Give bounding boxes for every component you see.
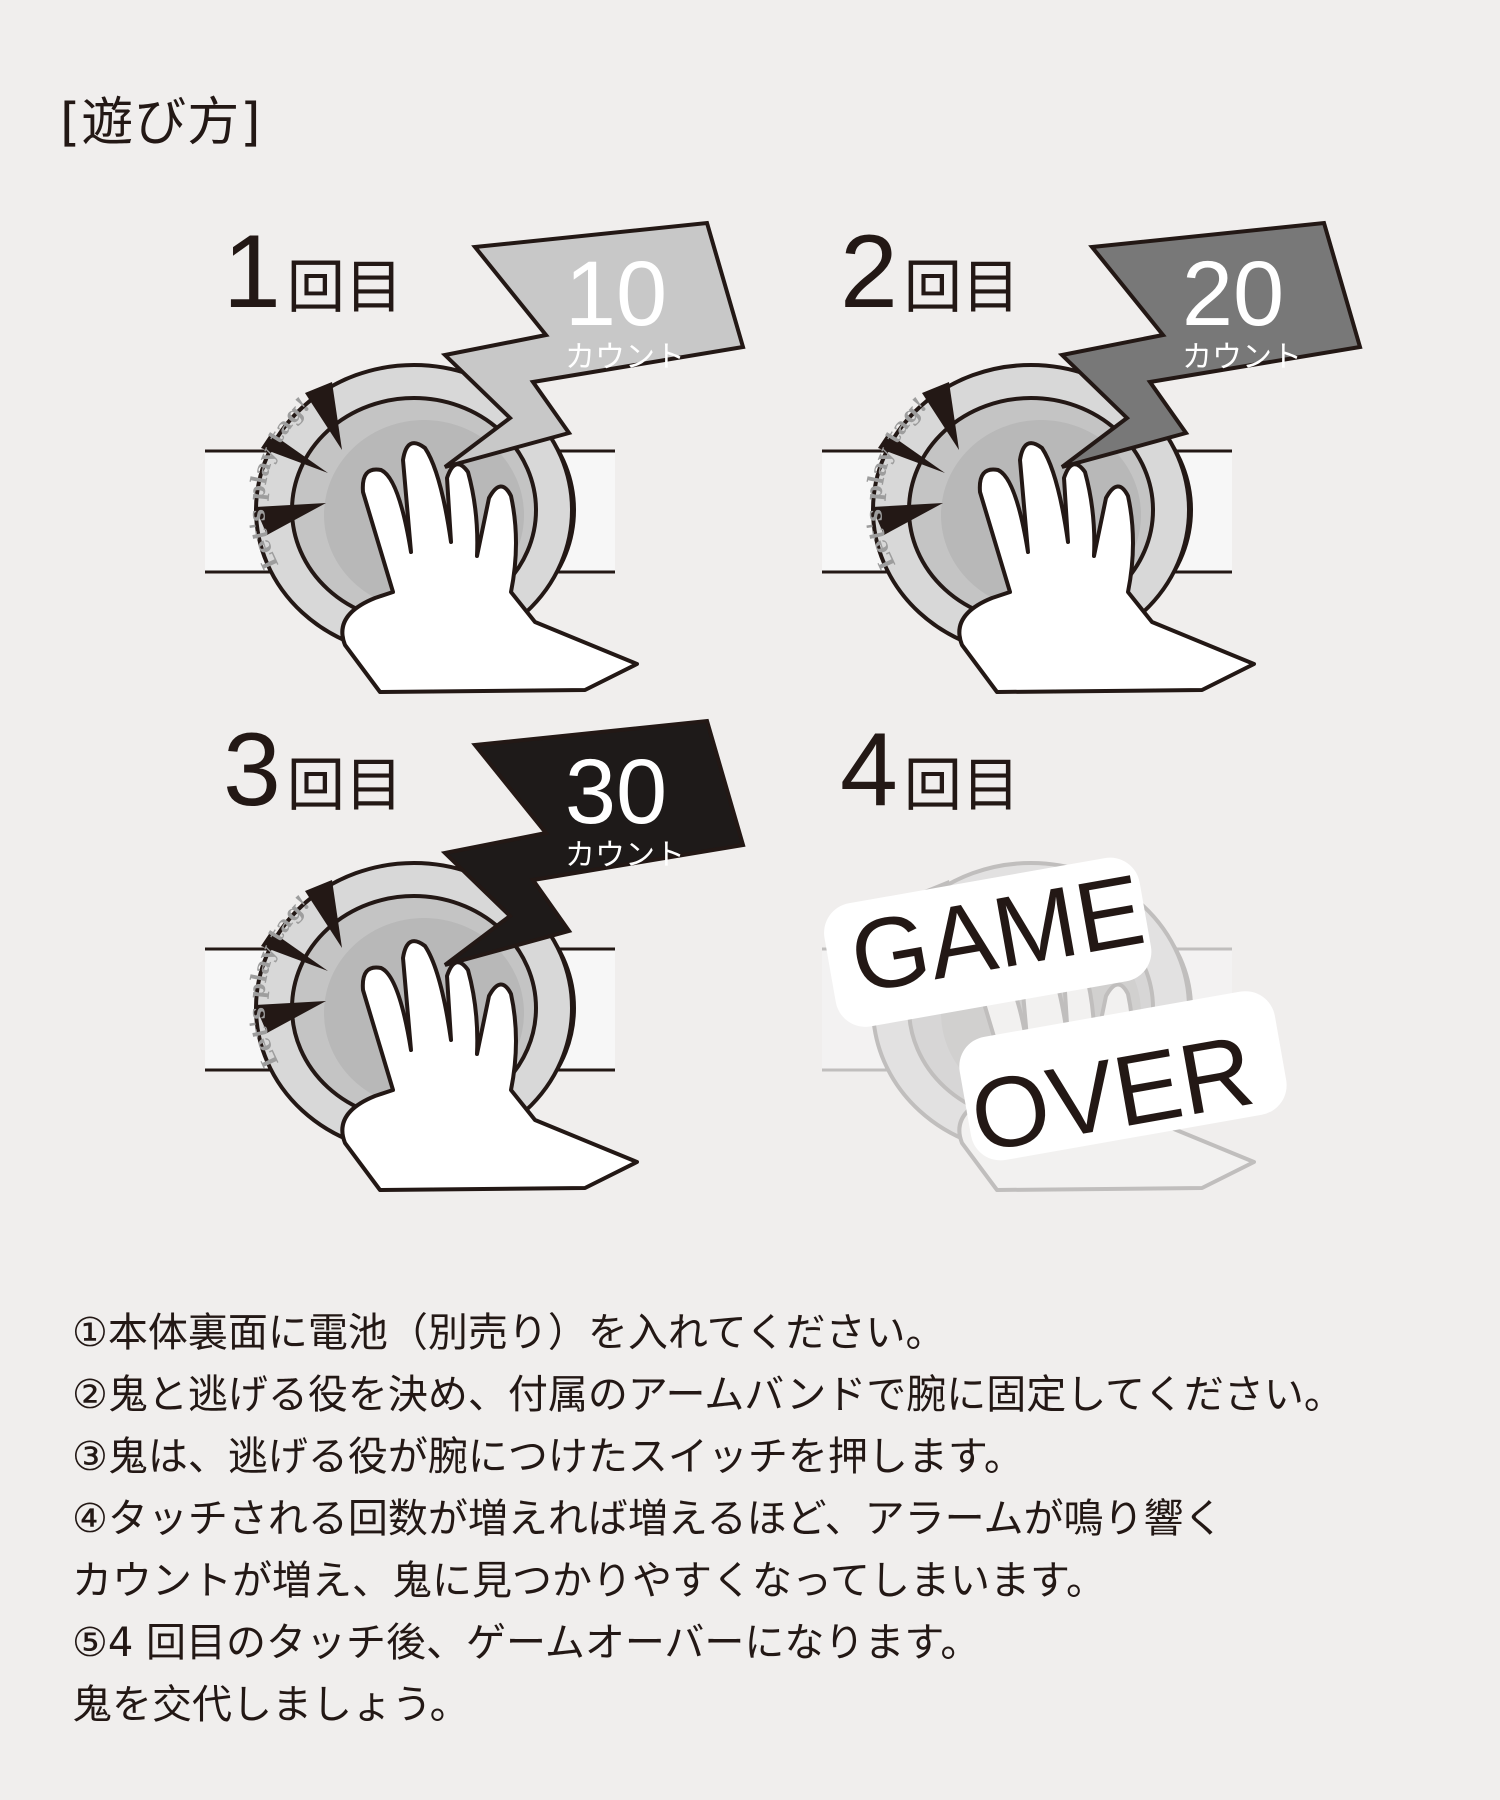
instruction-line: ④タッチされる回数が増えれば増えるほど、アラームが鳴り響く [72,1496,1224,1542]
hand-illustration [957,441,1256,694]
alert-arrow-icon [922,382,959,450]
instruction-line: 鬼を交代しましょう。 [72,1682,470,1728]
lightning-bolt-icon [440,220,746,469]
alert-arrow-icon [261,433,328,473]
alert-arrow-icon [872,503,943,535]
step-suffix: 回目 [903,253,1020,321]
game-over-bg [959,991,1287,1161]
instruction-line: ②鬼と逃げる役を決め、付属のアームバンドで腕に固定してください。 [72,1372,1344,1418]
instruction-list: ①本体裏面に電池（別売り）を入れてください。 ②鬼と逃げる役を決め、付属のアーム… [72,1302,1344,1736]
instruction-line: ⑤4 回目のタッチ後、ゲームオーバーになります。 [72,1620,981,1666]
step-suffix: 回目 [903,751,1020,819]
game-over-bg [824,857,1152,1027]
count-number: 30 [565,741,667,843]
count-unit: カウント [1182,340,1302,375]
step-number: 2 [840,214,898,330]
game-over-backdrop [824,857,1287,1161]
alert-arrow-icon [878,433,945,473]
instruction-line: ③鬼は、逃げる役が腕につけたスイッチを押します。 [72,1434,1024,1480]
step-suffix: 回目 [286,751,403,819]
section-title: [遊び方] [60,93,262,153]
step-number: 1 [223,214,281,330]
lightning-bolt-icon [440,718,746,967]
alert-arrow-icon [255,503,326,535]
alert-arrow-icon [255,1001,326,1033]
alert-arrow-icon [305,382,342,450]
step-suffix: 回目 [286,253,403,321]
alert-arrow-icon [261,931,328,971]
lightning-bolt-icon [1057,220,1363,469]
hand-illustration [340,939,639,1192]
hand-illustration [340,441,639,694]
instruction-line: カウントが増え、鬼に見つかりやすくなってしまいます。 [72,1558,1106,1604]
count-number: 20 [1182,243,1284,345]
count-unit: カウント [565,340,685,375]
count-number: 10 [565,243,667,345]
step-number: 4 [840,712,898,828]
alert-arrow-icon [305,880,342,948]
instruction-line: ①本体裏面に電池（別売り）を入れてください。 [72,1310,946,1356]
step-number: 3 [223,712,281,828]
count-unit: カウント [565,838,685,873]
